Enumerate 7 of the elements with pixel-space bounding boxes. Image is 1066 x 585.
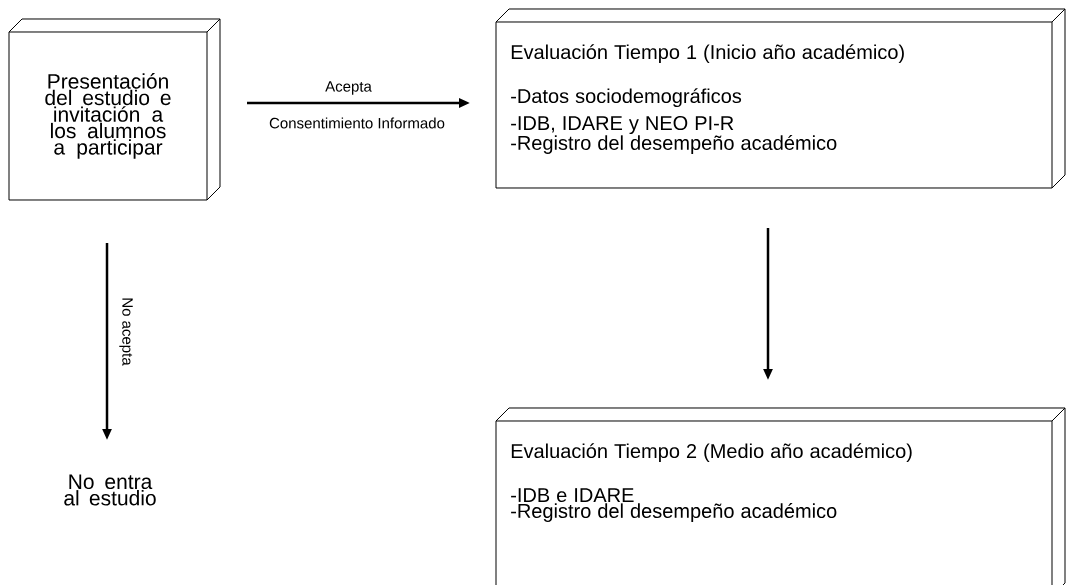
outcome-text: No entra al estudio [64, 474, 156, 506]
process-box: Presentación del estudio e invitación a los alumnos a participar [8, 18, 221, 201]
process-box: Evaluación Tiempo 1 (Inicio año académico) -Datos sociodemográficos -IDB, IDARE y NEO PI-R -Registro del desempeño académico [495, 8, 1066, 189]
edge-label: Acepta [324, 80, 373, 96]
edge-label: No acepta [118, 296, 134, 367]
arrow-caption: Consentimiento Informado [269, 117, 445, 129]
process-box: Evaluación Tiempo 2 (Medio año académico) -IDB e IDARE -Registro del desempeño académico [495, 407, 1066, 585]
